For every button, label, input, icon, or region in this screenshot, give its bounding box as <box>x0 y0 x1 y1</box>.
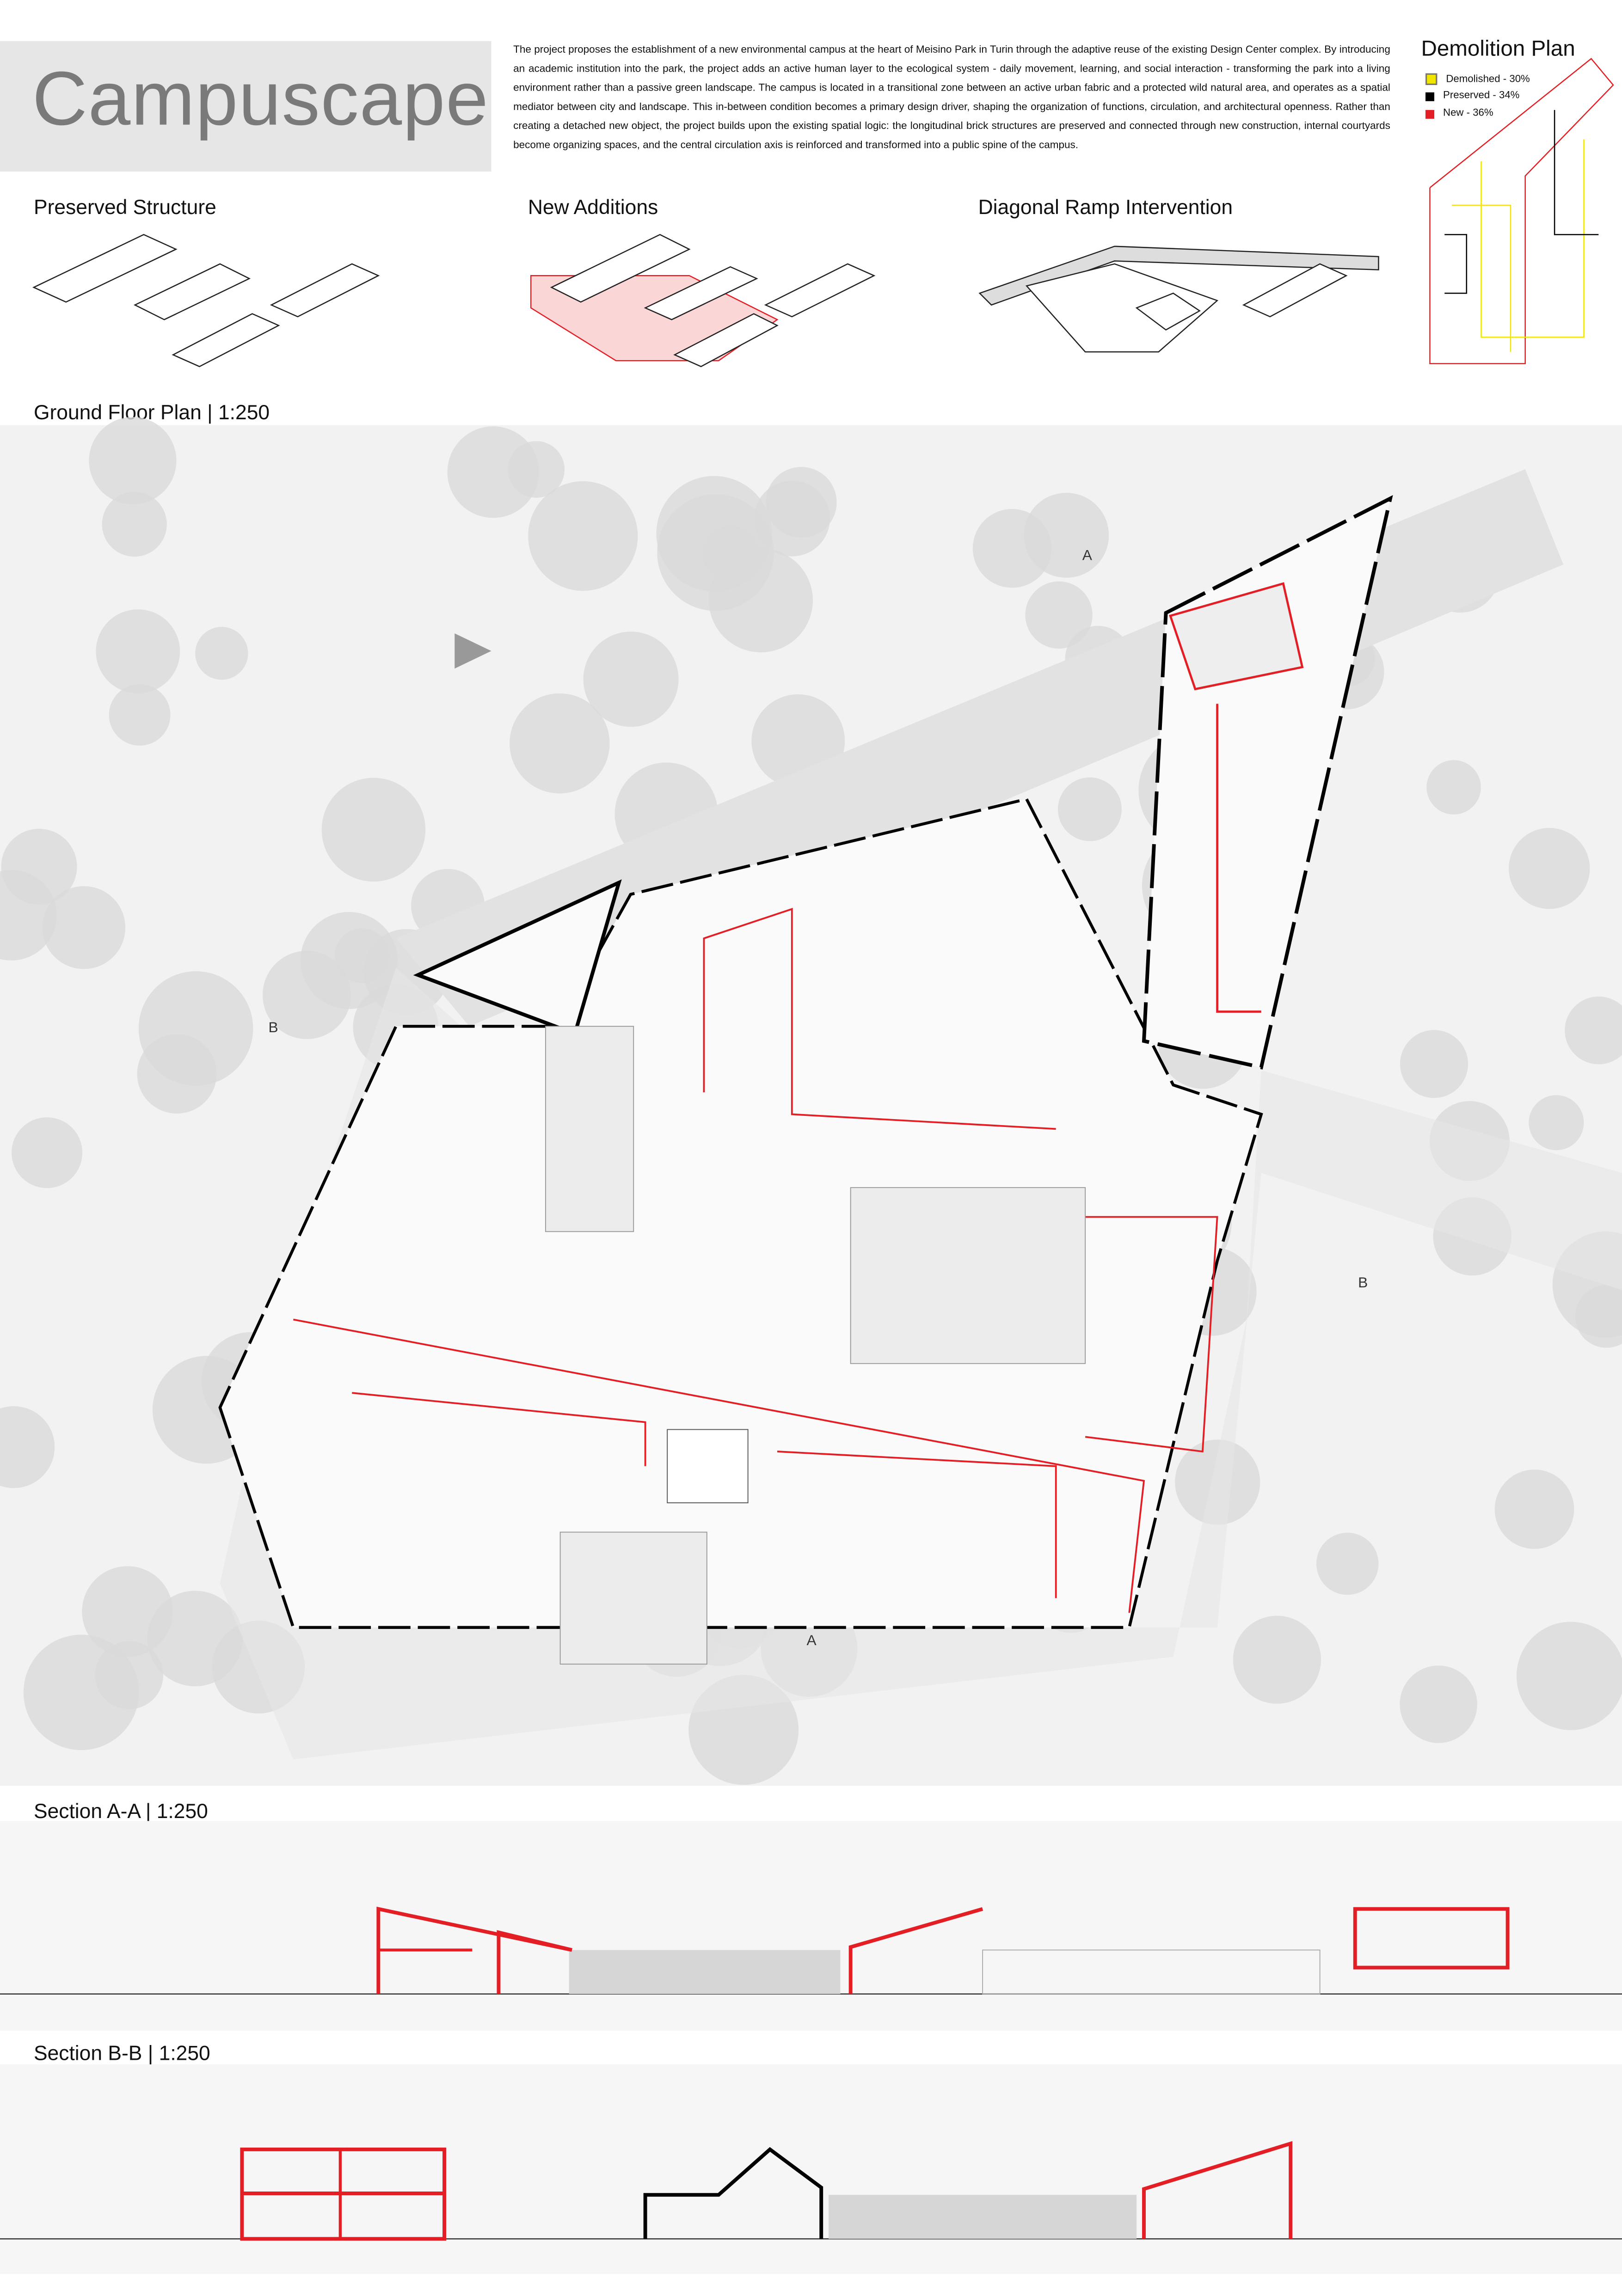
tree-icon <box>195 627 248 680</box>
tree-icon <box>96 609 180 694</box>
tree-icon <box>1565 996 1622 1065</box>
tree-icon <box>0 1406 55 1488</box>
tree-icon <box>1426 760 1481 815</box>
swatch-yellow <box>1425 73 1438 85</box>
tree-icon <box>1509 828 1590 909</box>
poster-title: Campuscape <box>32 57 489 142</box>
plan-title: Ground Floor Plan | 1:250 <box>33 400 270 424</box>
section-bb <box>0 2064 1622 2274</box>
section-marker-a: A <box>806 1632 817 1648</box>
legend-demolished: Demolished - 30% <box>1425 73 1530 85</box>
tree-icon <box>1529 1095 1584 1151</box>
section-aa <box>0 1821 1622 2031</box>
tree-icon <box>1400 1665 1477 1743</box>
tree-icon <box>972 509 1052 588</box>
section-marker-b: B <box>1358 1274 1368 1291</box>
diagram-new-additions <box>530 234 876 367</box>
diagram-title-ramp: Diagonal Ramp Intervention <box>978 195 1233 219</box>
tree-icon <box>0 869 57 961</box>
swatch-black <box>1425 92 1435 101</box>
tree-icon <box>109 684 171 746</box>
tree-icon <box>510 693 610 794</box>
tree-icon <box>321 778 426 882</box>
title-box <box>0 41 492 172</box>
section-marker-b: B <box>268 1019 278 1035</box>
tree-icon <box>1494 1469 1574 1549</box>
diagram-ramp <box>978 245 1379 353</box>
demolition-mini-plan <box>1429 58 1614 364</box>
north-arrow-icon <box>455 633 492 669</box>
tree-icon <box>137 1034 217 1114</box>
tree-icon <box>754 480 830 557</box>
tree-icon <box>334 928 390 983</box>
tree-icon <box>102 492 167 557</box>
tree-icon <box>89 417 177 505</box>
section-marker-a: A <box>1082 547 1093 563</box>
swatch-red <box>1425 109 1435 118</box>
tree-icon <box>528 481 638 591</box>
legend-new: New - 36% <box>1425 109 1493 119</box>
demolition-plan-title: Demolition Plan <box>1421 37 1575 62</box>
legend-preserved: Preserved - 34% <box>1425 91 1519 101</box>
tree-icon <box>1400 1030 1468 1098</box>
tree-icon <box>42 886 126 969</box>
section-aa-title: Section A-A | 1:250 <box>33 1799 208 1823</box>
tree-icon <box>656 476 772 592</box>
section-markers: A A B B <box>268 547 1368 1648</box>
tree-icon <box>95 1641 164 1709</box>
legend-label: New - 36% <box>1443 108 1493 119</box>
tree-icon <box>1575 1285 1622 1348</box>
tree-icon <box>1233 1616 1321 1704</box>
tree-icon <box>1316 1532 1379 1595</box>
project-description: The project proposes the establishment o… <box>513 44 1390 151</box>
ground-floor-plan <box>0 417 1622 1786</box>
tree-icon <box>508 441 565 498</box>
legend-label: Demolished - 30% <box>1446 74 1530 85</box>
tree-icon <box>1516 1622 1622 1730</box>
diagram-preserved <box>32 234 380 367</box>
legend-label: Preserved - 34% <box>1443 91 1520 101</box>
tree-icon <box>1057 777 1122 841</box>
diagram-title-preserved: Preserved Structure <box>33 195 216 219</box>
tree-icon <box>1025 581 1093 649</box>
tree-icon <box>12 1117 83 1188</box>
tree-icon <box>447 426 539 518</box>
diagram-title-new: New Additions <box>528 195 658 219</box>
section-bb-title: Section B-B | 1:250 <box>33 2041 210 2064</box>
tree-icon <box>583 631 679 727</box>
